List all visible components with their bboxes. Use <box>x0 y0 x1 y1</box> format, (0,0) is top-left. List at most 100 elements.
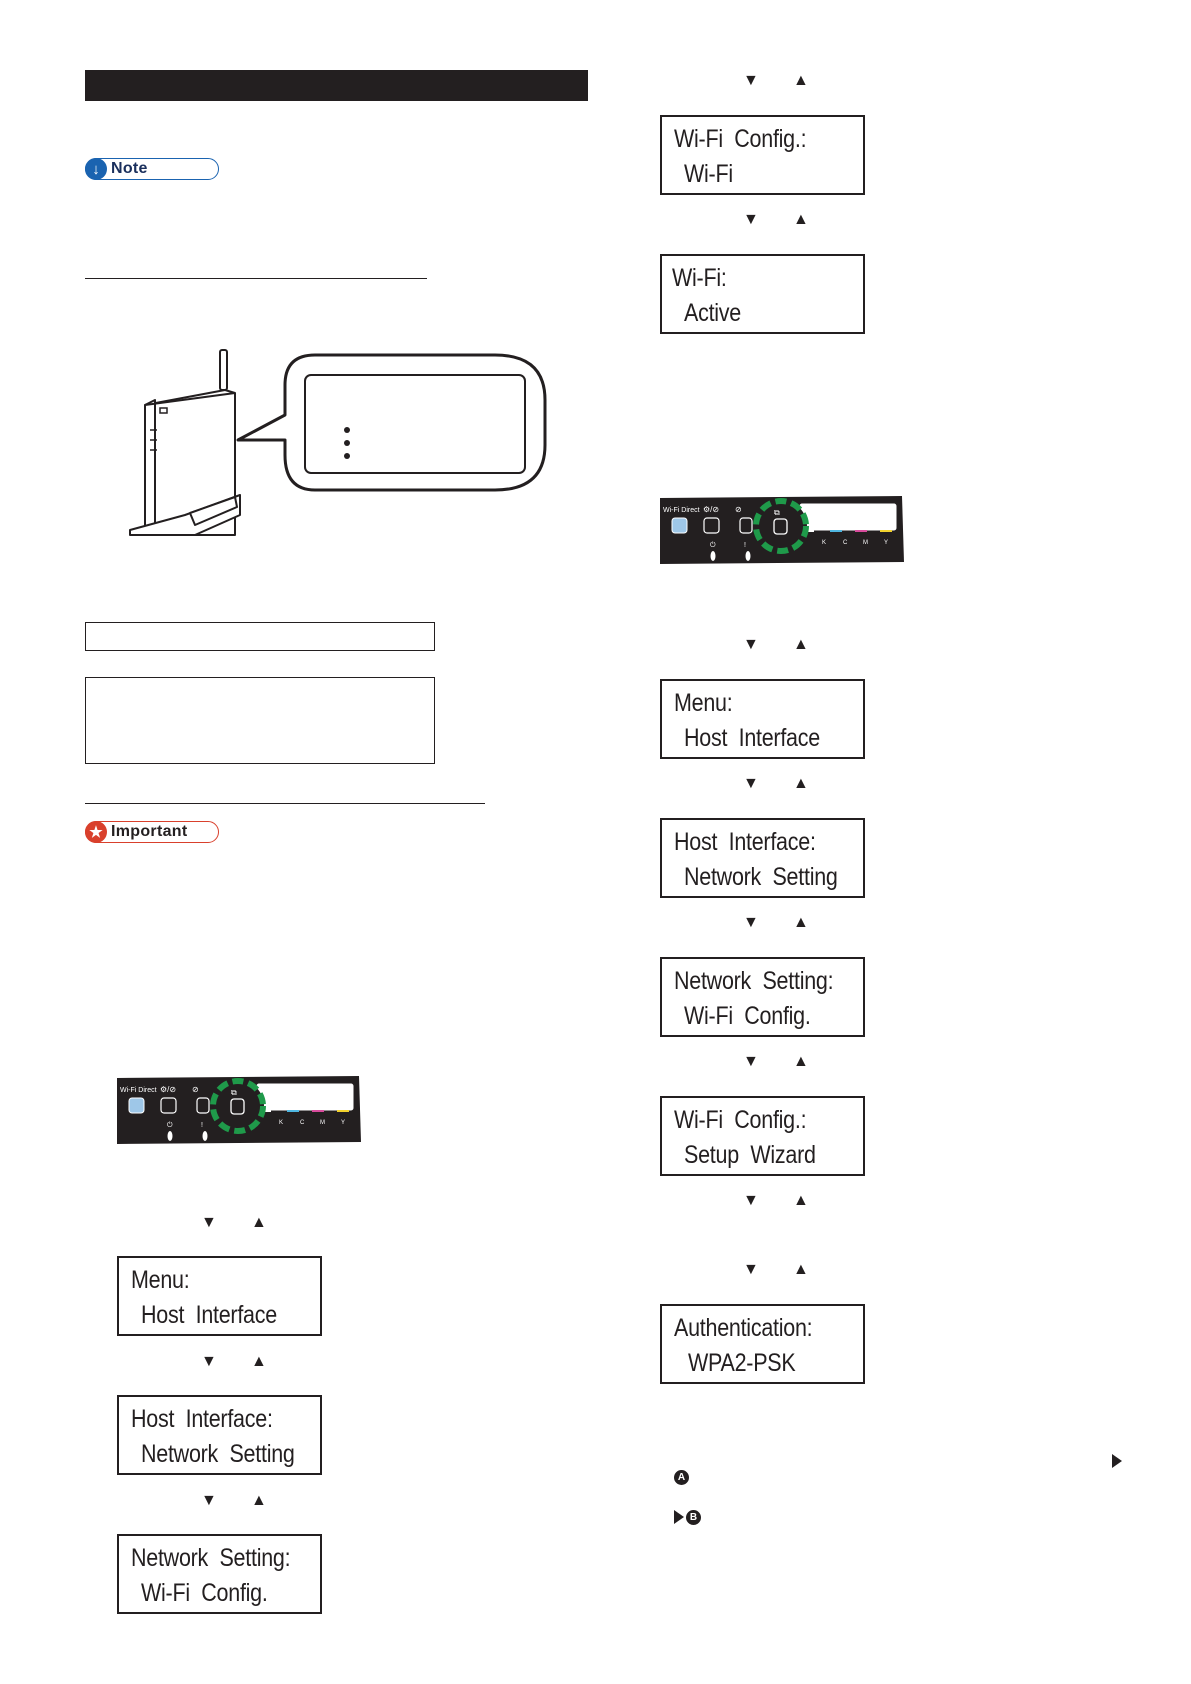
svg-text:K: K <box>822 540 826 546</box>
triangle-down-icon: ▼ <box>743 1261 759 1278</box>
lcd-line-1: Menu: <box>674 689 733 717</box>
triangle-down-icon: ▼ <box>743 72 759 89</box>
scroll-arrows: ▼ ▲ <box>743 1260 823 1280</box>
down-arrow-icon: ↓ <box>85 158 107 180</box>
note-badge: ↓ Note <box>85 158 219 180</box>
lcd-line-1: Menu: <box>131 1266 190 1294</box>
panel-label-wifi-direct: Wi-Fi Direct <box>120 1087 157 1094</box>
triangle-up-icon: ▲ <box>793 72 809 89</box>
svg-text:⏻: ⏻ <box>710 541 716 549</box>
lcd-line-1: Wi-Fi Config.: <box>674 1106 807 1134</box>
router-illustration <box>129 349 547 536</box>
important-badge: ★ Important <box>85 821 219 843</box>
important-label: Important <box>111 823 188 840</box>
triangle-up-icon: ▲ <box>793 1261 809 1278</box>
lcd-screen: Menu: Host Interface <box>117 1256 322 1336</box>
lcd-screen: Menu: Host Interface <box>660 679 865 759</box>
lcd-screen: Host Interface: Network Setting <box>660 818 865 898</box>
scroll-arrows: ▼ ▲ <box>743 71 823 91</box>
scroll-arrows: ▼ ▲ <box>201 1352 281 1372</box>
svg-text:⧉: ⧉ <box>774 508 780 517</box>
triangle-right-icon <box>674 1510 684 1524</box>
lcd-line-2: Host Interface <box>141 1301 277 1329</box>
lcd-line-1: Host Interface: <box>674 828 816 856</box>
control-panel-left: Wi-Fi Direct ⚙/⊘ ⊘ K C M Y ⏻ ! ⧉ <box>117 1076 361 1144</box>
triangle-right-icon <box>1112 1454 1122 1468</box>
lcd-screen: Host Interface: Network Setting <box>117 1395 322 1475</box>
marker-a-icon: A <box>674 1470 689 1485</box>
triangle-up-icon: ▲ <box>251 1492 267 1509</box>
triangle-down-icon: ▼ <box>743 1053 759 1070</box>
lcd-line-2: Wi-Fi <box>684 160 733 188</box>
lcd-screen: Network Setting: Wi-Fi Config. <box>117 1534 322 1614</box>
scroll-arrows: ▼ ▲ <box>743 1052 823 1072</box>
lcd-line-1: Wi-Fi Config.: <box>674 125 807 153</box>
lcd-line-2: Setup Wizard <box>684 1141 816 1169</box>
scroll-arrows: ▼ ▲ <box>743 913 823 933</box>
lcd-line-2: Network Setting <box>141 1440 295 1468</box>
lcd-screen: Authentication: WPA2-PSK <box>660 1304 865 1384</box>
lcd-screen: Wi-Fi Config.: Wi-Fi <box>660 115 865 195</box>
svg-text:M: M <box>863 540 868 546</box>
triangle-up-icon: ▲ <box>793 636 809 653</box>
lcd-line-1: Host Interface: <box>131 1405 273 1433</box>
svg-text:!: ! <box>201 1122 203 1129</box>
triangle-down-icon: ▼ <box>201 1492 217 1509</box>
triangle-down-icon: ▼ <box>743 1192 759 1209</box>
svg-text:⚙/⊘: ⚙/⊘ <box>160 1085 176 1094</box>
lcd-screen: Network Setting: Wi-Fi Config. <box>660 957 865 1037</box>
lcd-line-2: Network Setting <box>684 863 838 891</box>
svg-text:⧉: ⧉ <box>231 1088 237 1097</box>
scroll-arrows: ▼ ▲ <box>201 1491 281 1511</box>
lcd-line-1: Wi-Fi: <box>672 264 727 292</box>
scroll-arrows: ▼ ▲ <box>743 210 823 230</box>
lcd-line-2: Active <box>684 299 742 327</box>
input-area-box <box>85 677 435 764</box>
scroll-arrows: ▼ ▲ <box>743 635 823 655</box>
lcd-line-1: Authentication: <box>674 1314 813 1342</box>
triangle-up-icon: ▲ <box>251 1214 267 1231</box>
svg-text:Y: Y <box>884 540 888 546</box>
triangle-down-icon: ▼ <box>743 775 759 792</box>
lcd-screen: Wi-Fi: Active <box>660 254 865 334</box>
triangle-up-icon: ▲ <box>793 775 809 792</box>
lcd-line-2: WPA2-PSK <box>688 1349 796 1377</box>
svg-text:⚙/⊘: ⚙/⊘ <box>703 505 719 514</box>
marker-b-icon: B <box>686 1510 701 1525</box>
triangle-up-icon: ▲ <box>793 1053 809 1070</box>
svg-text:⊘: ⊘ <box>192 1085 199 1094</box>
lcd-line-1: Network Setting: <box>674 967 834 995</box>
section-rule <box>85 803 485 804</box>
svg-text:C: C <box>843 540 848 546</box>
lcd-line-1: Network Setting: <box>131 1544 291 1572</box>
note-label: Note <box>111 160 148 177</box>
scroll-arrows: ▼ ▲ <box>201 1213 281 1233</box>
lcd-line-2: Host Interface <box>684 724 820 752</box>
lcd-line-2: Wi-Fi Config. <box>684 1002 811 1030</box>
svg-text:C: C <box>300 1120 305 1126</box>
svg-text:!: ! <box>744 542 746 549</box>
triangle-down-icon: ▼ <box>201 1214 217 1231</box>
section-header-bar <box>85 70 588 101</box>
triangle-up-icon: ▲ <box>793 211 809 228</box>
svg-text:⏻: ⏻ <box>167 1121 173 1129</box>
section-rule <box>85 278 427 279</box>
lcd-screen: Wi-Fi Config.: Setup Wizard <box>660 1096 865 1176</box>
triangle-up-icon: ▲ <box>793 1192 809 1209</box>
svg-text:M: M <box>320 1120 325 1126</box>
input-line-box <box>85 622 435 651</box>
triangle-down-icon: ▼ <box>201 1353 217 1370</box>
triangle-up-icon: ▲ <box>251 1353 267 1370</box>
triangle-down-icon: ▼ <box>743 636 759 653</box>
triangle-down-icon: ▼ <box>743 211 759 228</box>
triangle-up-icon: ▲ <box>793 914 809 931</box>
svg-text:⊘: ⊘ <box>735 505 742 514</box>
svg-text:Y: Y <box>341 1120 345 1126</box>
panel-label-wifi-direct: Wi-Fi Direct <box>663 507 700 514</box>
control-panel-right: Wi-Fi Direct ⚙/⊘ ⊘ K C M Y ⏻ ! ⧉ <box>660 496 904 564</box>
star-icon: ★ <box>85 821 107 843</box>
scroll-arrows: ▼ ▲ <box>743 774 823 794</box>
svg-text:K: K <box>279 1120 283 1126</box>
triangle-down-icon: ▼ <box>743 914 759 931</box>
scroll-arrows: ▼ ▲ <box>743 1191 823 1211</box>
